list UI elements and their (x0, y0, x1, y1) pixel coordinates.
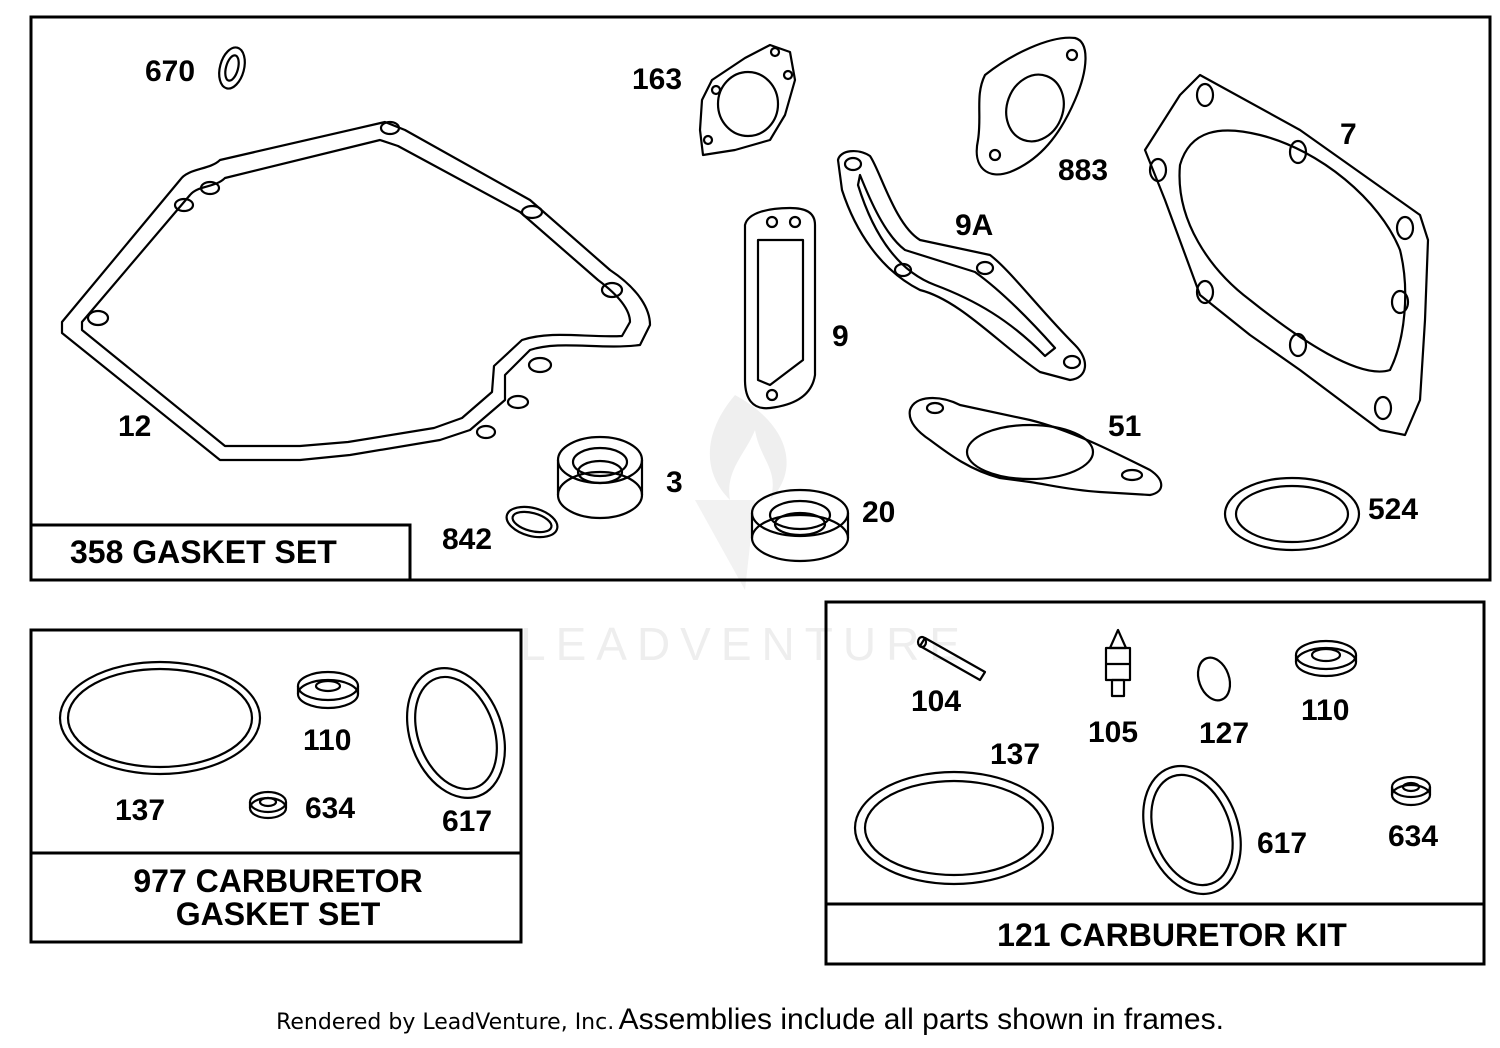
watermark-flame-icon (709, 395, 787, 500)
part-3-oil-seal (556, 435, 644, 520)
callout-842: 842 (442, 523, 492, 556)
part-617-o-ring-b (1142, 764, 1242, 896)
part-110-washer-a (296, 670, 360, 710)
part-634-washer-b (1390, 775, 1432, 807)
callout-137-b: 137 (990, 738, 1040, 771)
watermark: LEADVENTURE (520, 395, 970, 670)
carb-gasket-set-label-line1: 977 CARBURETOR (133, 863, 422, 899)
part-7-head-gasket (1143, 73, 1430, 437)
callout-105: 105 (1088, 716, 1138, 749)
callout-617-a: 617 (442, 805, 492, 838)
carb-gasket-set-frame (29, 628, 523, 944)
callout-617-b: 617 (1257, 827, 1307, 860)
part-842-o-ring (505, 505, 559, 539)
callout-163: 163 (632, 63, 682, 96)
frame-gasket-set (29, 15, 1492, 582)
carb-gasket-set-label-line2: GASKET SET (176, 896, 381, 932)
part-51-gasket (908, 397, 1163, 497)
part-110-washer-b (1294, 639, 1358, 678)
gasket-set-label: 358 GASKET SET (70, 534, 337, 570)
footer-credit: Rendered by LeadVenture, Inc. (276, 1010, 615, 1035)
part-127-plug (1196, 656, 1232, 702)
watermark-v-icon (695, 500, 755, 590)
part-9-gasket (743, 206, 817, 410)
callout-51: 51 (1108, 410, 1141, 443)
callout-524: 524 (1368, 493, 1418, 526)
callout-670: 670 (145, 55, 195, 88)
part-104-pin (916, 635, 987, 682)
callout-9: 9 (832, 320, 849, 353)
watermark-text: LEADVENTURE (520, 618, 970, 670)
gasket-set-frame (29, 15, 1492, 582)
part-617-o-ring-a (405, 667, 507, 799)
footer: Rendered by LeadVenture, Inc. Assemblies… (0, 1003, 1500, 1037)
footer-note: Assemblies include all parts shown in fr… (618, 1003, 1224, 1036)
part-524-o-ring (1223, 476, 1361, 552)
part-670-washer (218, 46, 246, 90)
part-137-gasket-a (58, 660, 262, 776)
callout-137-a: 137 (115, 794, 165, 827)
callout-634-a: 634 (305, 792, 355, 825)
carb-kit-frame (824, 600, 1486, 966)
part-105-needle-valve (1104, 628, 1132, 698)
part-20-oil-seal (750, 488, 850, 563)
callout-20: 20 (862, 496, 895, 529)
callout-7: 7 (1340, 118, 1357, 151)
callout-110-a: 110 (303, 724, 351, 757)
part-9A-gasket (836, 150, 1086, 382)
callout-127: 127 (1199, 717, 1249, 750)
callout-104: 104 (911, 685, 961, 718)
part-12-crankcase-gasket (60, 120, 652, 462)
callout-12: 12 (118, 410, 151, 443)
frame-carb-kit (824, 600, 1486, 966)
callout-3: 3 (666, 466, 683, 499)
carb-kit-label: 121 CARBURETOR KIT (997, 917, 1347, 953)
callout-110-b: 110 (1301, 694, 1349, 727)
callout-634-b: 634 (1388, 820, 1438, 853)
part-634-washer-a (248, 790, 288, 820)
part-163-gasket (698, 43, 797, 157)
gasket-set-label-box (29, 523, 412, 582)
callout-9A: 9A (955, 209, 993, 242)
callout-883: 883 (1058, 154, 1108, 187)
frame-carb-gasket-set (29, 628, 523, 944)
part-137-gasket-b (853, 770, 1055, 886)
part-883-gasket (975, 36, 1087, 176)
